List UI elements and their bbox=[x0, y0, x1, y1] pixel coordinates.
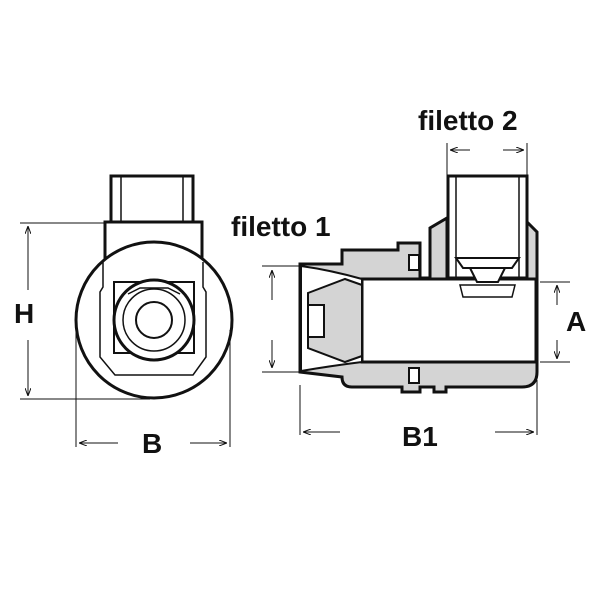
label-b1: B1 bbox=[402, 421, 438, 452]
label-thread-1: filetto 1 bbox=[231, 211, 331, 242]
side-view bbox=[298, 174, 539, 394]
label-a: A bbox=[566, 306, 587, 337]
dimension-left-bore bbox=[262, 265, 300, 373]
dimension-a bbox=[540, 281, 570, 363]
dimension-h bbox=[20, 222, 150, 400]
dimension-b1 bbox=[299, 380, 538, 435]
label-b: B bbox=[142, 428, 163, 459]
front-view bbox=[74, 174, 234, 400]
dimension-thread2 bbox=[446, 143, 528, 176]
label-h: H bbox=[14, 298, 35, 329]
dimension-b bbox=[75, 330, 231, 447]
label-thread-2: filetto 2 bbox=[418, 105, 518, 136]
